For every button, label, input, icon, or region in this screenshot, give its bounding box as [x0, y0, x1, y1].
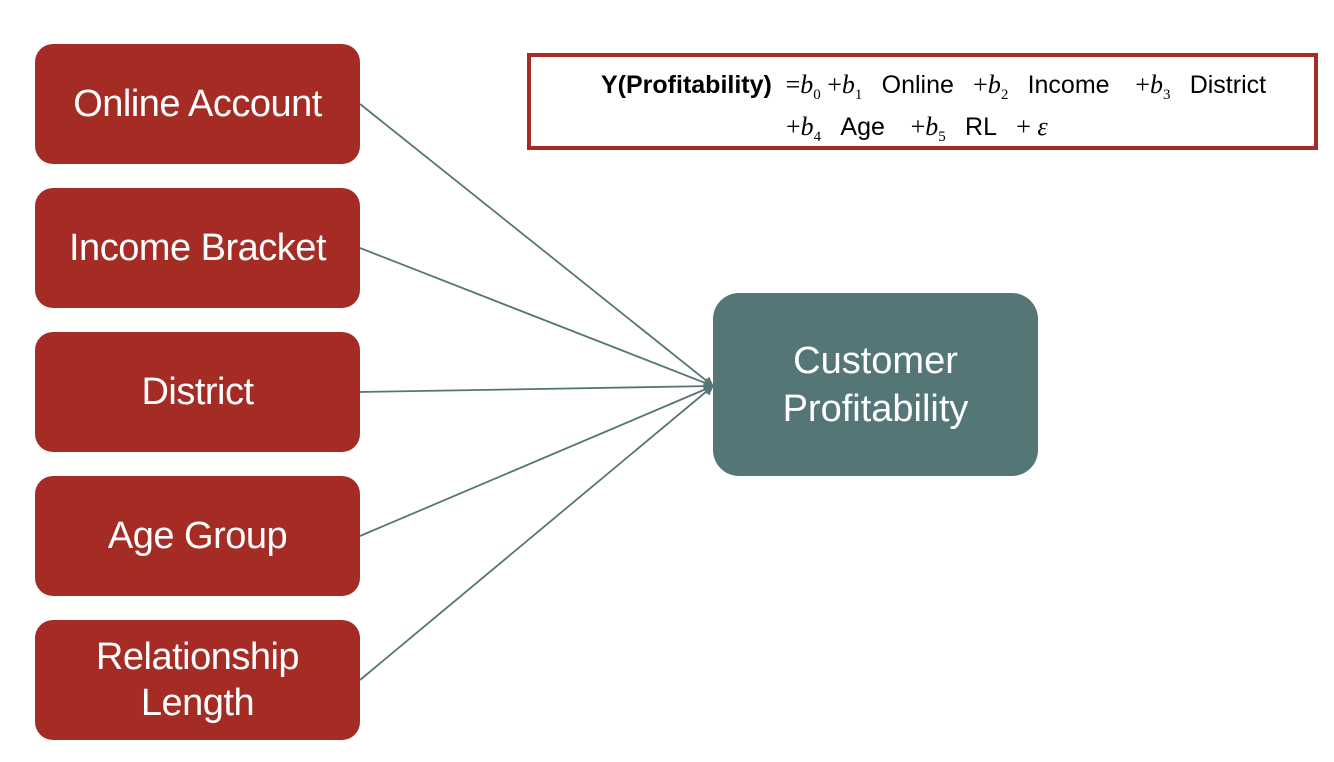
connector-age-group: [359, 384, 714, 537]
predictor-label: Age Group: [107, 515, 288, 557]
predictor-label-line-1: Relationship: [95, 636, 300, 678]
connector-relationship-length: [359, 385, 714, 681]
predictor-relationship-length: Relationship Length: [35, 620, 360, 740]
equation-line-1: Y(Profitability) =b0 +b1 Online +b2 Inco…: [601, 69, 1334, 104]
error-symbol: ε: [1037, 112, 1048, 141]
coef-symbol: b: [800, 112, 814, 141]
predictor-age-group: Age Group: [35, 476, 360, 596]
regression-equation: Y(Profitability) =b0 +b1 Online +b2 Inco…: [527, 53, 1318, 150]
predictor-label: Income Bracket: [69, 227, 327, 269]
coef-symbol: b: [841, 70, 855, 99]
equation-coef-3: +b3: [1128, 70, 1171, 104]
equation-error-term: + ε: [1016, 112, 1048, 141]
equation-coef-2: +b2: [973, 70, 1009, 104]
connector-income-bracket: [359, 247, 714, 388]
predictor-district: District: [35, 332, 360, 452]
equation-term-rl: RL: [965, 113, 997, 141]
outcome-label-line-2: Profitability: [782, 387, 969, 430]
equation-line-2: +b4 Age +b5 RL + ε: [786, 111, 1334, 146]
equation-lhs: Y(Profitability): [601, 71, 772, 99]
equation-intercept: =b0 +b1: [779, 70, 863, 104]
predictor-online-account: Online Account: [35, 44, 360, 164]
predictor-income-bracket: Income Bracket: [35, 188, 360, 308]
outcome-customer-profitability: Customer Profitability: [713, 293, 1038, 476]
outcome-label-line-1: Customer: [793, 339, 958, 382]
coef-symbol: b: [800, 70, 814, 99]
predictor-label: District: [141, 371, 254, 413]
predictor-label: Online Account: [73, 83, 322, 125]
coef-symbol: b: [925, 112, 939, 141]
coef-symbol: b: [987, 70, 1001, 99]
equation-coef-4: +b4: [786, 112, 822, 146]
equation-term-online: Online: [881, 71, 954, 99]
equation-coef-5: +b5: [904, 112, 946, 146]
equation-term-age: Age: [840, 113, 885, 141]
connector-district: [359, 381, 714, 393]
equation-term-district: District: [1189, 71, 1267, 99]
predictor-label-line-2: Length: [140, 682, 255, 724]
coef-symbol: b: [1149, 70, 1163, 99]
equation-term-income: Income: [1027, 71, 1110, 99]
